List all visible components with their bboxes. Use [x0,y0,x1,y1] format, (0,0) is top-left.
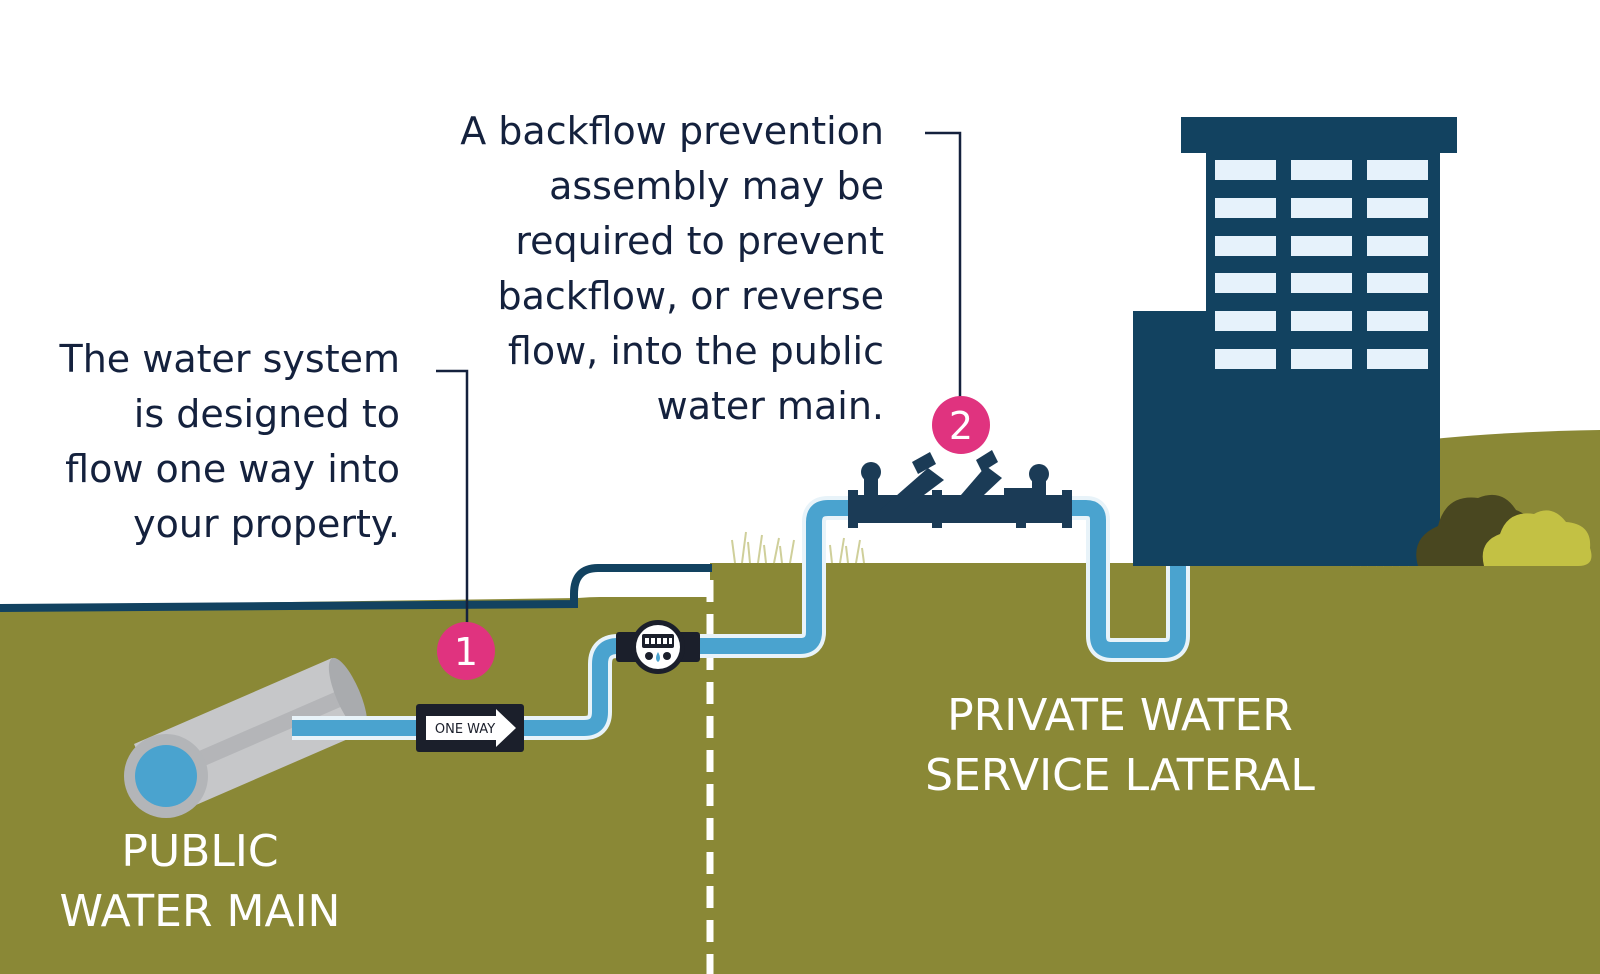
callout-1-badge: 1 [437,622,495,680]
backflow-assembly-icon [848,450,1072,528]
one-way-sign-icon: ONE WAY [416,704,524,752]
callout-2-badge: 2 [932,396,990,454]
water-meter-icon [616,620,700,674]
callout-1-number: 1 [454,630,478,674]
leader-line-1 [436,369,469,624]
one-way-sign-text: ONE WAY [435,722,495,737]
callout-1-text: The water system is designed to flow one… [59,337,400,546]
service-pipe-inner [292,500,1186,736]
public-ground [0,597,712,974]
bush-icon [1416,494,1592,566]
callout-2-number: 2 [949,404,973,448]
public-water-main-label: PUBLIC WATER MAIN [59,826,341,937]
building-icon [1133,117,1457,566]
curb-line [0,564,712,612]
water-main-pipe [124,657,368,818]
private-ground [710,563,1600,974]
private-service-lateral-label: PRIVATE WATER SERVICE LATERAL [925,690,1315,801]
leader-line-2 [925,131,962,400]
callout-2-text: A backflow prevention assembly may be re… [460,109,884,428]
